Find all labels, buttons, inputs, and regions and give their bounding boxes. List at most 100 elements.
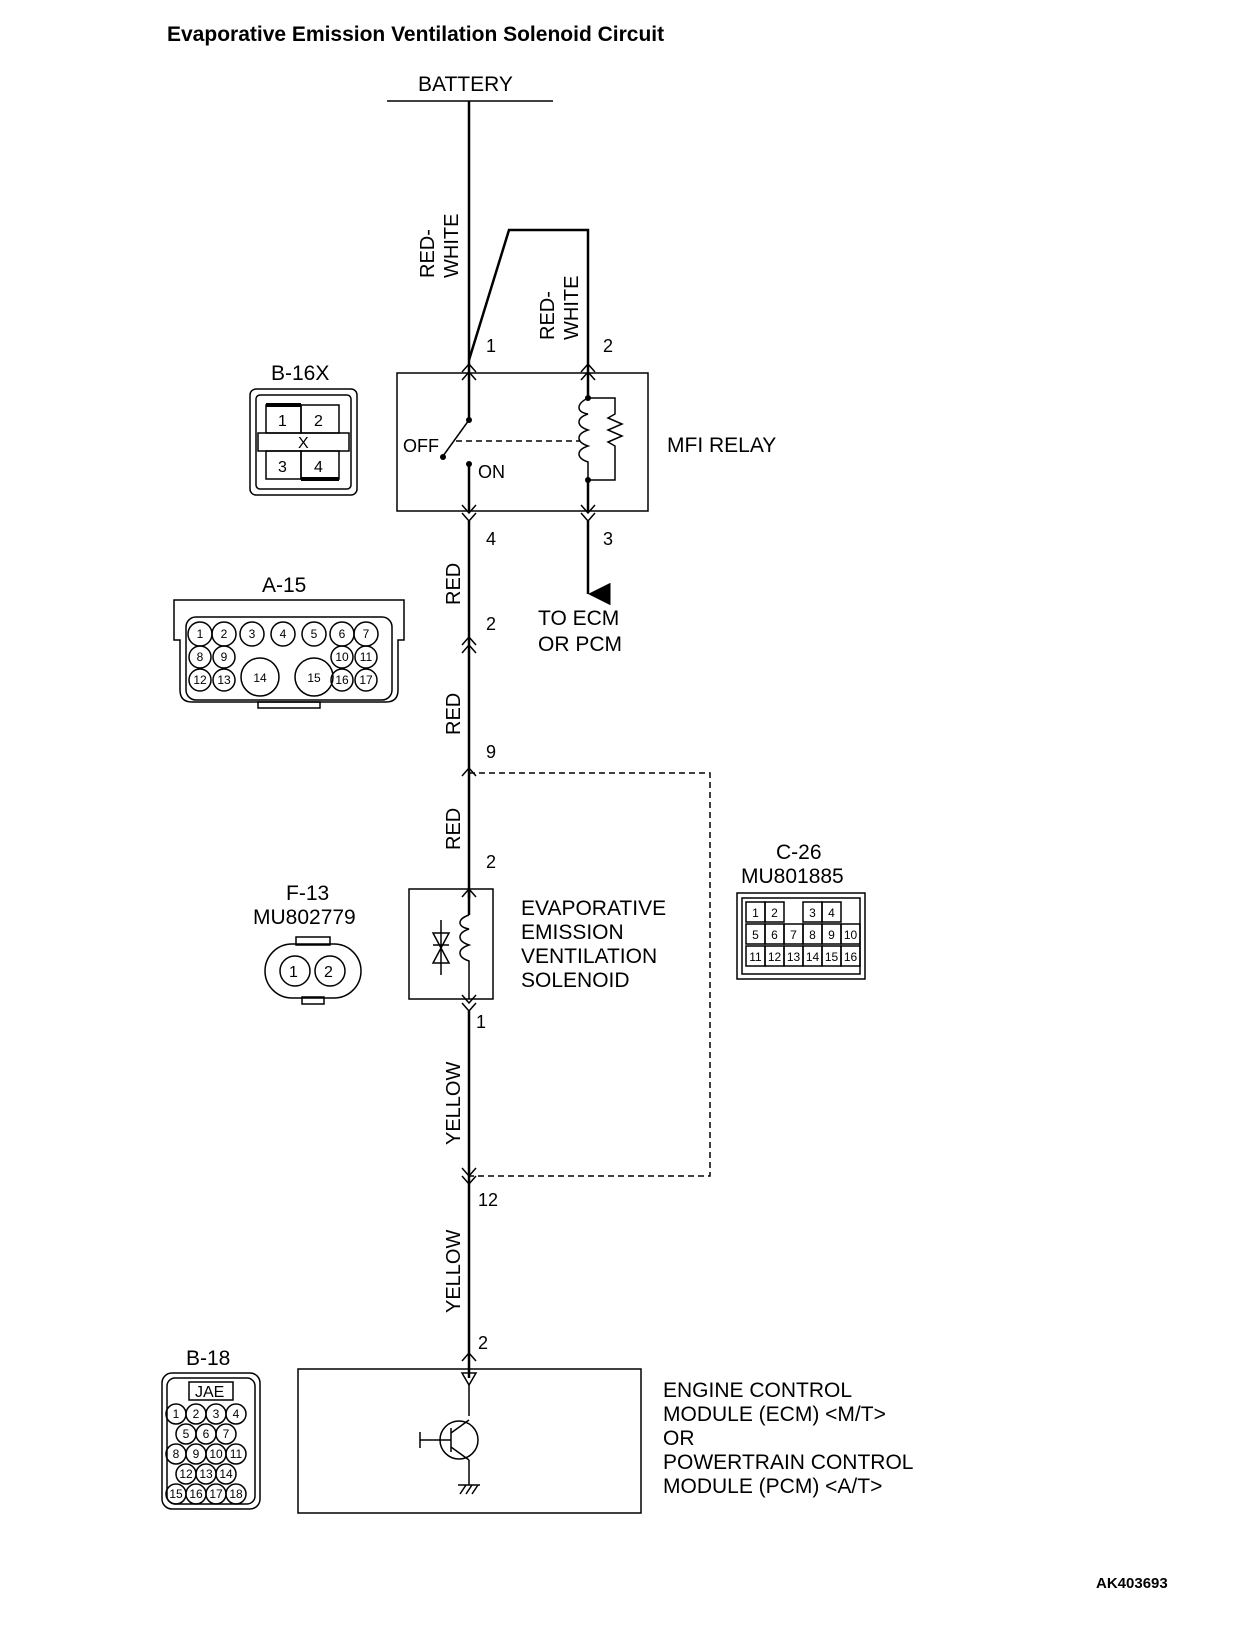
a15-pin-13: 13 [217,673,231,687]
c26-pin-13: 13 [787,950,801,964]
diagram-title: Evaporative Emission Ventilation Solenoi… [167,23,664,46]
f13-pin-2: 2 [324,964,333,981]
pin-relay-4: 4 [486,529,496,549]
a15-pin-6: 6 [339,627,346,641]
ecm-label-5: MODULE (PCM) <A/T> [663,1475,882,1498]
solenoid-label-1: EVAPORATIVE [521,897,666,920]
b18-pin-16: 16 [189,1487,203,1501]
pin-a15-2: 2 [486,614,496,634]
c26-pin-12: 12 [768,950,782,964]
b18-pin-11-cavity [225,1443,247,1465]
b18-pin-13: 13 [199,1467,213,1481]
b18-pin-14: 14 [219,1467,233,1481]
wire-label-yellow-1: YELLOW [443,1062,465,1145]
solenoid-label-4: SOLENOID [521,969,630,992]
wire-label-red-2: RED [443,693,465,735]
b18-pin-4: 4 [233,1407,240,1421]
c26-cell-16 [840,945,861,967]
c26-pin-2: 2 [771,906,778,920]
b18-pin-8: 8 [173,1447,180,1461]
pin-c26-9: 9 [486,742,496,762]
c26-pin-11: 11 [749,950,762,964]
a15-pin-12: 12 [193,673,207,687]
battery-label: BATTERY [418,73,513,96]
ecm-pin2-chevron [461,1351,477,1362]
ecm-transistor-e [450,1446,470,1461]
a15-pin-7: 7 [363,627,370,641]
b16x-pin-3: 3 [278,459,287,476]
a15-pin-8-cavity [188,645,212,669]
solenoid-label-3: VENTILATION [521,945,657,968]
b18-pin-18: 18 [229,1487,243,1501]
connector-b16x: B-16X 1 2 X 3 4 [249,362,358,496]
c26-cell-10 [840,923,861,945]
a15-pin-10-cavity [330,645,354,669]
b18-pin-5: 5 [183,1427,190,1441]
a15-pin-4-cavity [270,621,296,647]
c26-pin-6: 6 [771,928,778,942]
b16x-pin-x: X [298,435,309,452]
b18-pin-7-cavity [215,1423,237,1445]
wire-label-red-white-1: RED- [417,229,439,278]
a15-pin-3-cavity [239,621,265,647]
pin-relay-3: 3 [603,529,613,549]
a15-pin-2: 2 [221,627,228,641]
solenoid-label-2: EMISSION [521,921,624,944]
a15-pin-9: 9 [221,650,228,664]
connector-f13-id: F-13 [286,882,329,905]
a15-pin-15: 15 [307,671,321,685]
pin-ecm-2: 2 [478,1333,488,1353]
ecm-transistor-c [450,1419,470,1434]
connector-c26-id: C-26 [776,841,822,864]
b18-pin-17: 17 [209,1487,223,1501]
connector-b18-id: B-18 [186,1347,230,1370]
pin-relay-2: 2 [603,336,613,356]
c26-pin-8: 8 [809,928,816,942]
b18-pin-2: 2 [193,1407,200,1421]
a15-pin-5-cavity [301,621,327,647]
a15-pin-9-cavity [212,645,236,669]
b18-pin-10: 10 [209,1447,223,1461]
b18-pin-12: 12 [179,1467,193,1481]
connector-a15-id: A-15 [262,574,306,597]
a15-pin-16-cavity [330,668,354,692]
c26-pin-7: 7 [790,928,797,942]
connector-f13: F-13 MU802779 1 2 [253,882,362,1005]
a15-pin-14: 14 [253,671,267,685]
b18-pin-4-cavity [225,1403,247,1425]
a15-pin-1: 1 [197,627,204,641]
wire-label-red-white-2: RED- [537,291,559,340]
relay-off-label: OFF [403,436,439,456]
b18-pin-18-cavity [225,1483,247,1505]
connector-f13-part: MU802779 [253,906,356,929]
c26-pin-9: 9 [828,928,835,942]
pin-sol-2: 2 [486,852,496,872]
to-ecm-label-2: OR PCM [538,633,622,656]
a15-pin-10: 10 [335,650,349,664]
c26-dashed-bracket [469,772,711,1177]
b18-pin-6: 6 [203,1427,210,1441]
c26-cell-2 [764,901,785,923]
a15-pin-4: 4 [280,627,287,641]
c26-pin-14: 14 [806,950,820,964]
ecm-label-3: OR [663,1427,695,1450]
ground-icon [458,1484,480,1495]
wire-label-red-3: RED [443,808,465,850]
wire-label-yellow-2: YELLOW [443,1230,465,1313]
b16x-pin-1: 1 [278,413,287,430]
b18-tag: JAE [195,1384,224,1401]
relay-coil [578,397,591,480]
figure-code: AK403693 [1096,1575,1168,1592]
connector-c26-part: MU801885 [741,865,844,888]
a15-pin-12-cavity [188,668,212,692]
c26-pin12-chevron [461,1167,477,1186]
a15-pin-17-cavity [354,668,378,692]
solenoid-valve-symbol [431,920,451,975]
relay-switch-arm [442,419,470,457]
b18-pin-11: 11 [230,1447,243,1461]
a15-inline-chevron [461,635,477,654]
b16x-pin-4: 4 [314,459,323,476]
c26-pin-10: 10 [844,928,858,942]
